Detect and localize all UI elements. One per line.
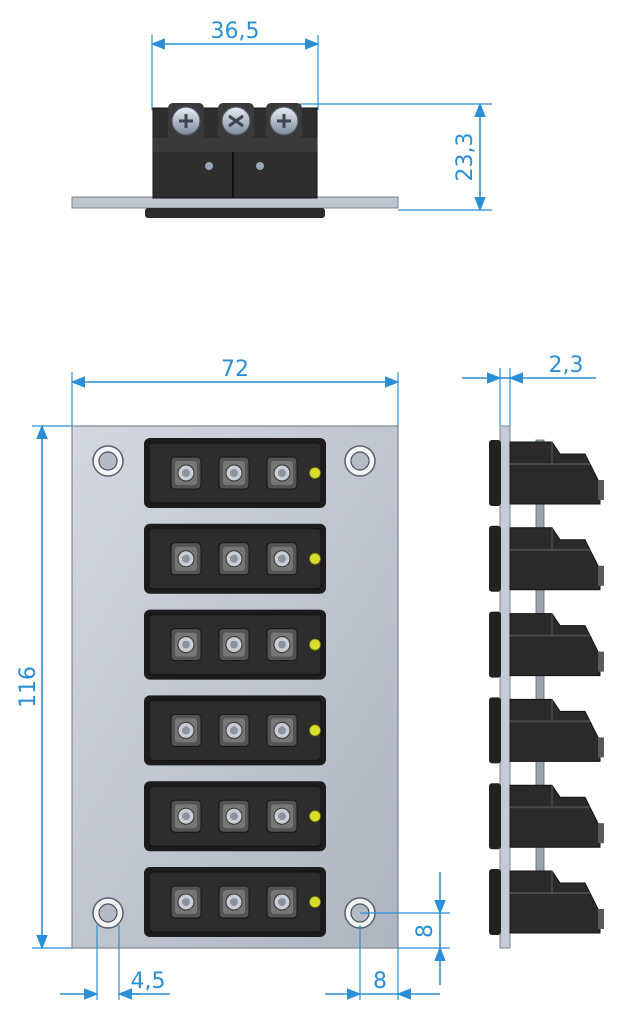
top-view: 36,5 23,3 (71, 19, 492, 218)
indicator-dot-icon (309, 724, 321, 737)
mounting-hole-icon (344, 445, 376, 477)
terminal-module (144, 609, 326, 680)
indicator-dot-icon (309, 810, 321, 823)
indicator-dot-icon (309, 896, 321, 908)
dim-label-hole-diameter: 4,5 (131, 969, 166, 994)
top-screw-icon (168, 103, 204, 139)
indicator-dot-icon (309, 467, 321, 479)
screw-icon (218, 542, 250, 576)
side-plate (499, 425, 511, 949)
side-terminal-module (489, 611, 604, 678)
side-terminal-module (489, 697, 604, 764)
side-terminal-module (489, 869, 604, 935)
terminal-module (144, 523, 326, 594)
dim-label-top-width: 36,5 (211, 19, 260, 44)
indicator-dot-icon (309, 552, 321, 565)
mounting-hole-icon (92, 897, 124, 929)
screw-icon (218, 713, 250, 747)
terminal-module (144, 781, 326, 852)
screw-icon (170, 542, 202, 576)
top-hole (205, 162, 213, 170)
dim-label-hole-offset-x: 8 (373, 969, 387, 994)
front-plate (71, 425, 399, 949)
dim-label-front-width: 72 (221, 357, 249, 382)
top-screw-icon (266, 103, 302, 139)
screw-icon (266, 542, 298, 576)
screw-icon (218, 885, 250, 919)
side-terminal-module (489, 525, 604, 592)
screw-icon (218, 799, 250, 833)
top-plate (71, 196, 399, 209)
terminal-module (144, 695, 326, 766)
top-screw-icon (218, 103, 254, 139)
side-terminal-module (489, 440, 604, 506)
screw-icon (218, 456, 250, 490)
dim-label-front-height: 116 (16, 666, 41, 708)
top-hole (256, 162, 264, 170)
terminal-module (144, 438, 326, 508)
screw-icon (170, 799, 202, 833)
screw-icon (170, 713, 202, 747)
screw-icon (170, 456, 202, 490)
side-terminal-module (489, 783, 604, 850)
screw-icon (266, 799, 298, 833)
screw-icon (218, 628, 250, 662)
dim-label-side-thickness: 2,3 (549, 353, 584, 378)
mounting-hole-icon (92, 445, 124, 477)
screw-icon (170, 885, 202, 919)
screw-icon (266, 456, 298, 490)
screw-icon (266, 628, 298, 662)
terminal-module (144, 867, 326, 937)
dim-label-top-height: 23,3 (453, 133, 478, 182)
side-view: 2,3 (462, 353, 604, 949)
screw-icon (266, 885, 298, 919)
terminal-modules (144, 438, 326, 937)
side-modules (489, 440, 604, 935)
screw-icon (170, 628, 202, 662)
screw-icon (266, 713, 298, 747)
front-view: 72 116 4,5 (16, 357, 450, 1000)
indicator-dot-icon (309, 638, 321, 651)
dim-label-hole-offset-y: 8 (413, 924, 438, 938)
